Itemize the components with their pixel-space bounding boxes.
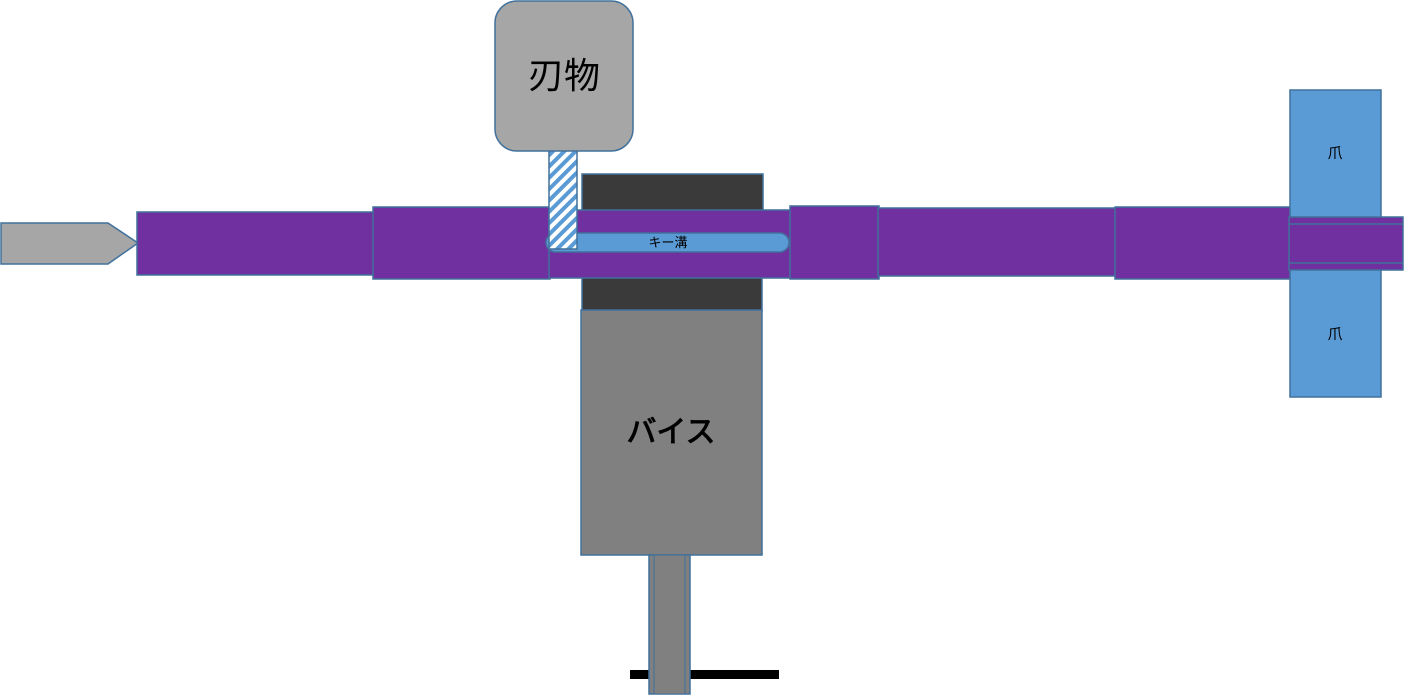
shaft-end-in-chuck bbox=[1288, 216, 1404, 271]
ground-line bbox=[630, 670, 779, 679]
vise-post-inner bbox=[653, 554, 686, 695]
chuck-jaw-top-label: 爪 bbox=[1327, 144, 1342, 162]
shaft-segment-4 bbox=[789, 205, 880, 280]
vise-body bbox=[580, 309, 763, 556]
shaft-segment-2 bbox=[372, 206, 551, 280]
shaft-tail-point bbox=[0, 222, 140, 265]
keyway-label: キー溝 bbox=[648, 236, 687, 251]
shaft-segment-1 bbox=[136, 211, 375, 276]
keyway-slot bbox=[545, 232, 790, 253]
chuck-jaw-bottom-label: 爪 bbox=[1327, 325, 1342, 343]
vise-label: バイス bbox=[626, 415, 715, 450]
shaft-segment-6 bbox=[1114, 206, 1292, 280]
cutter-shank bbox=[548, 149, 578, 250]
chuck-jaw-top bbox=[1289, 89, 1382, 219]
cutter-holder bbox=[494, 0, 634, 152]
shaft-segment-5 bbox=[877, 207, 1117, 277]
vise-jaw-top bbox=[581, 173, 764, 213]
vise-jaw-bottom bbox=[581, 274, 763, 312]
cutter-label: 刃物 bbox=[528, 56, 600, 97]
